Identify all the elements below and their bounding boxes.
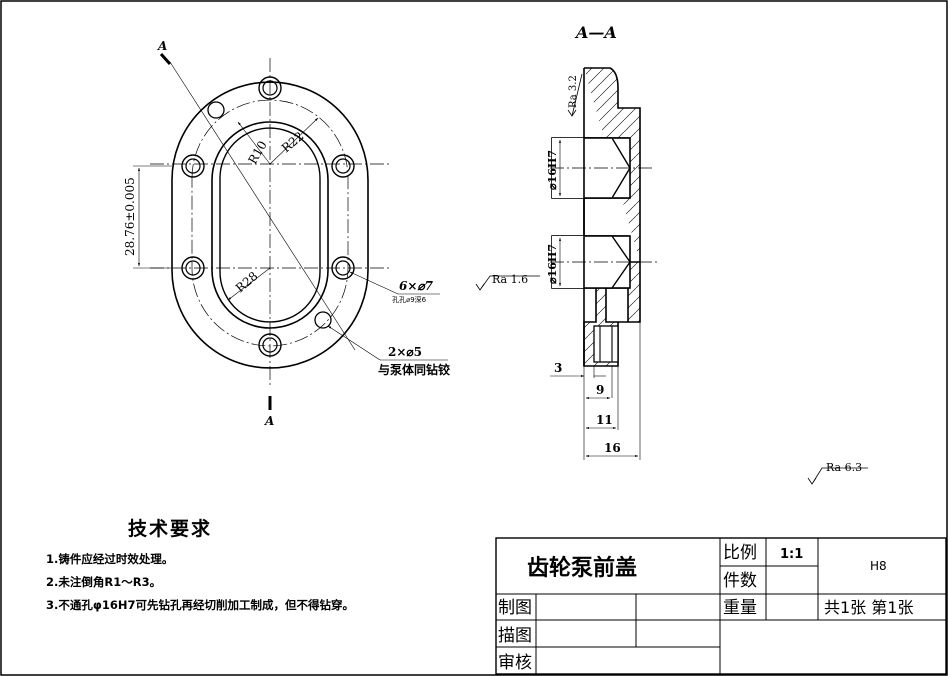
- section-body: [583, 67, 641, 367]
- dim-3: 3: [554, 361, 562, 375]
- dim-r28: R28: [233, 269, 261, 295]
- bolt-hole-4: [181, 256, 205, 280]
- front-view: [133, 52, 448, 410]
- material: H8: [870, 559, 887, 573]
- dim-11: 11: [596, 413, 613, 427]
- dim-9: 9: [596, 383, 604, 397]
- dim-holes2: 2×⌀5: [388, 345, 422, 359]
- requirement-2: 2.未注倒角R1～R3。: [46, 575, 162, 589]
- roughness-general-symbol: [807, 467, 868, 485]
- dim-holes2-note: 与泵体同钻铰: [378, 362, 450, 377]
- drawn-label: 制图: [498, 598, 532, 618]
- title-block: [495, 537, 947, 675]
- pin-hole-2: [314, 311, 332, 329]
- roughness-top: Ra 3.2: [568, 75, 579, 108]
- section-view: [475, 67, 868, 485]
- count-label: 件数: [723, 571, 757, 591]
- bolt-hole-3: [331, 154, 355, 178]
- bore-top-dim: ⌀16H7: [546, 150, 559, 190]
- dim-spacing: 28.76±0.005: [123, 177, 137, 256]
- checked-label: 审核: [498, 653, 532, 673]
- bolt-hole-2: [181, 154, 205, 178]
- roughness-top-symbol: [567, 73, 583, 117]
- bolt-hole-5: [331, 256, 355, 280]
- dim-holes6: 6×⌀7: [399, 279, 434, 293]
- pin-hole-1: [207, 101, 225, 119]
- part-name: 齿轮泵前盖: [527, 555, 637, 581]
- roughness-left-symbol: [475, 275, 540, 291]
- window-contour: [219, 127, 321, 323]
- title-block-text: 齿轮泵前盖 比例 1:1 件数 H8 制图 重量 共1张 第1张 描图 审核: [498, 543, 913, 673]
- dim-holes6-note: 孔孔⌀9深6: [392, 295, 427, 304]
- scale-label: 比例: [723, 543, 757, 563]
- counterbore: [593, 325, 619, 363]
- scale-value: 1:1: [780, 547, 803, 562]
- bolt-hole-1: [258, 76, 282, 100]
- section-view-labels: A—A Ra 3.2 ⌀16H7 ⌀16H7 Ra 1.6 3 9 11 16 …: [492, 23, 862, 474]
- section-mark-bottom: A: [264, 414, 274, 428]
- sheets: 共1张 第1张: [824, 598, 913, 617]
- dim-r10: R10: [245, 138, 269, 166]
- roughness-general: Ra 6.3: [826, 461, 862, 474]
- bolt-hole-6: [258, 333, 282, 357]
- bore-bottom-dim: ⌀16H7: [546, 244, 559, 284]
- section-mark-top-stroke: [159, 52, 172, 66]
- requirement-3: 3.不通孔φ16H7可先钻孔再经切削加工制成，但不得钻穿。: [46, 598, 354, 612]
- inner-contour: [211, 121, 329, 329]
- requirements-title: 技术要求: [128, 518, 213, 540]
- dim-16: 16: [604, 441, 621, 455]
- roughness-left: Ra 1.6: [492, 273, 528, 286]
- requirement-1: 1.铸件应经过时效处理。: [46, 552, 174, 566]
- section-mark-top: A: [157, 39, 167, 53]
- section-view-title: A—A: [574, 23, 617, 42]
- traced-label: 描图: [498, 626, 532, 646]
- weight-label: 重量: [723, 598, 757, 618]
- outer-contour: [171, 81, 369, 369]
